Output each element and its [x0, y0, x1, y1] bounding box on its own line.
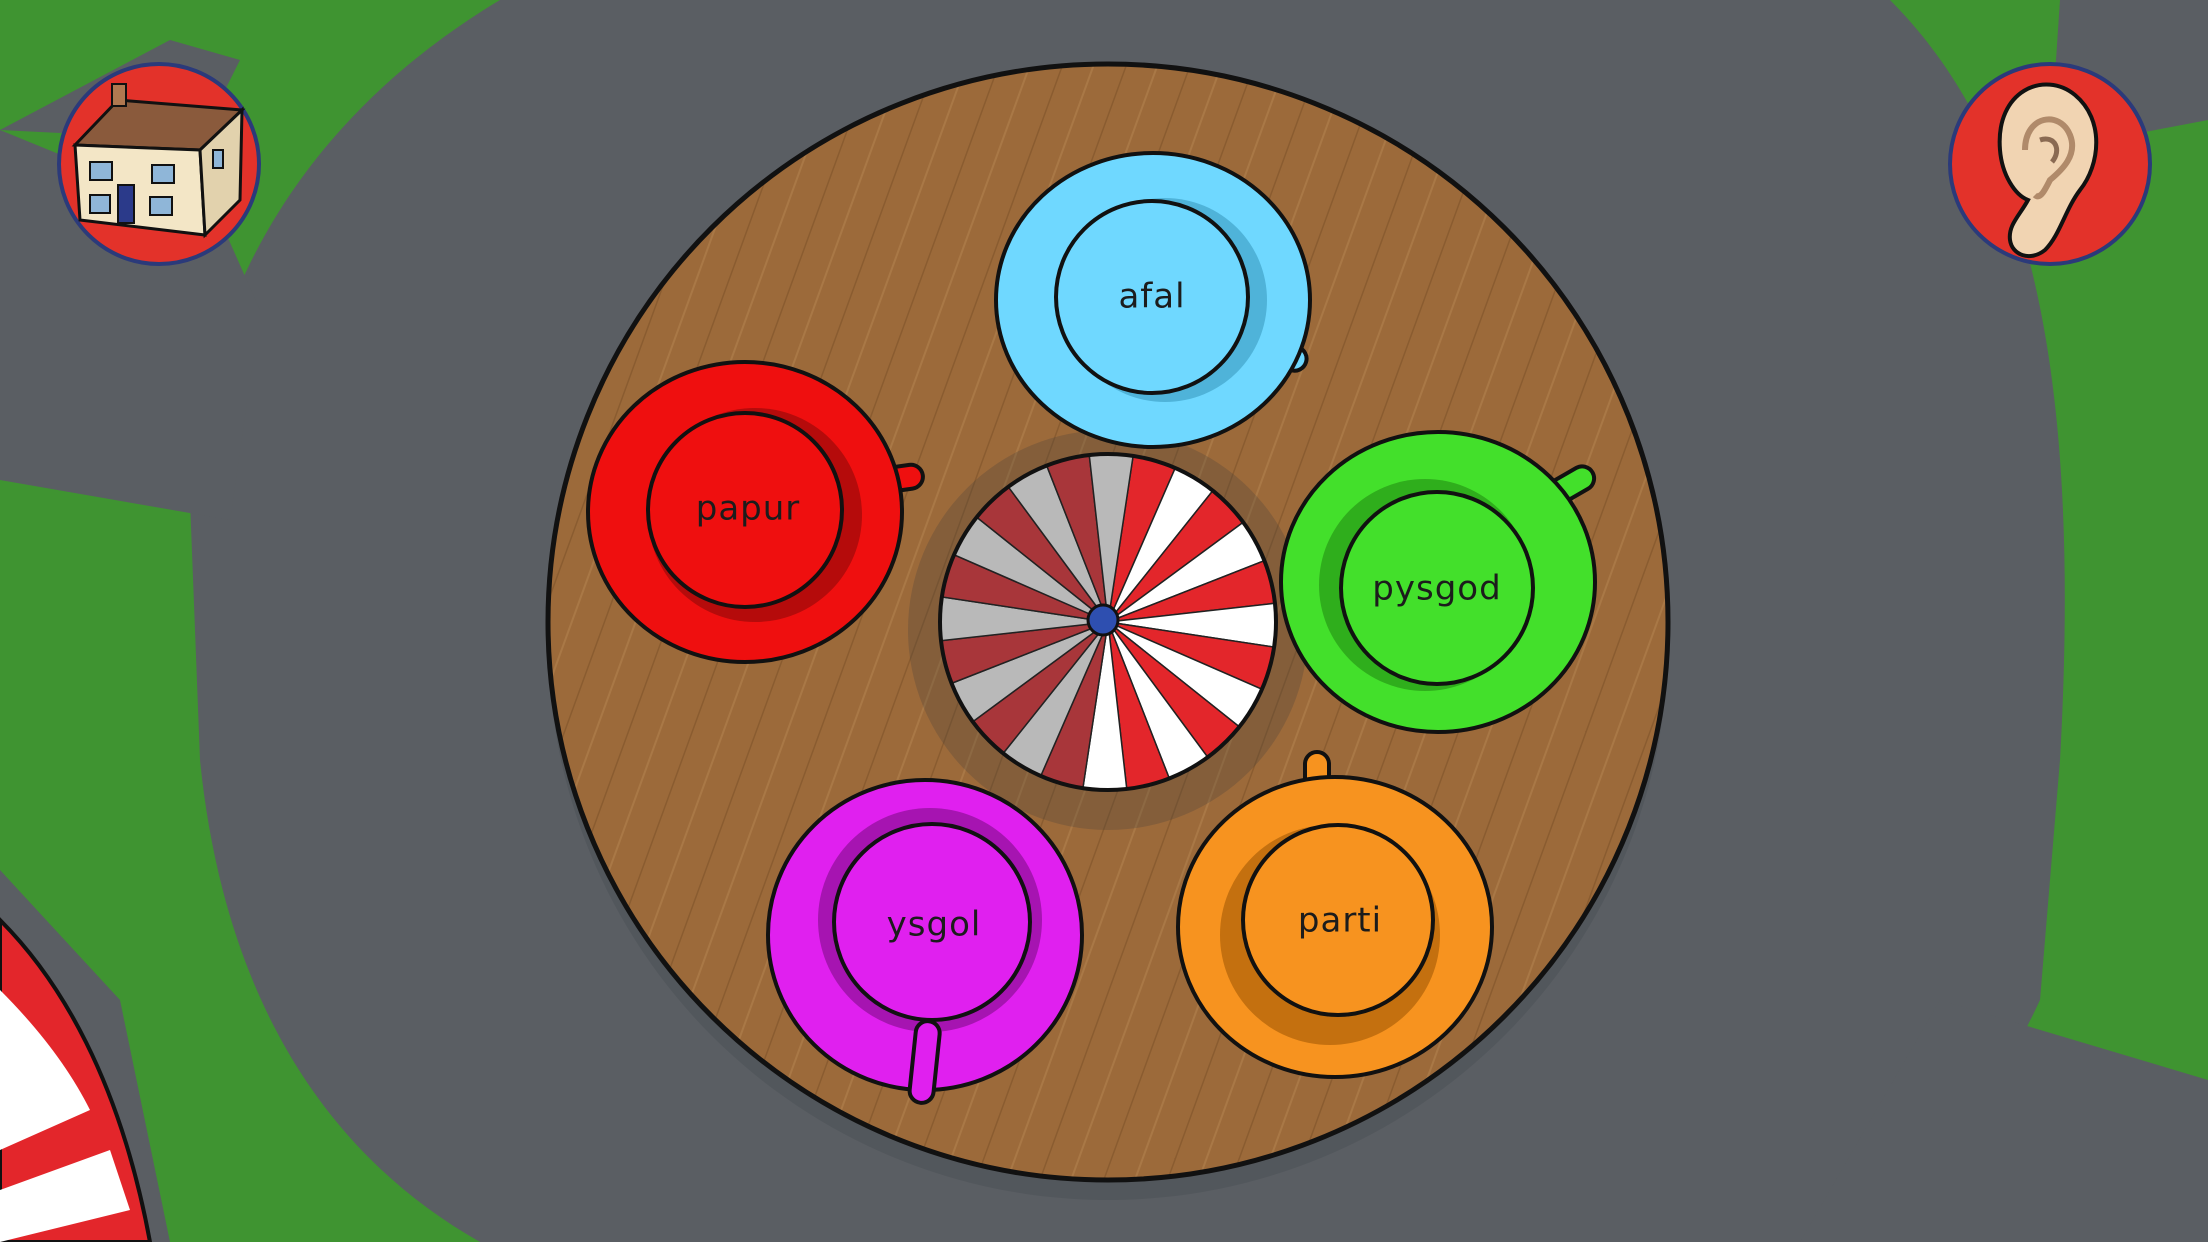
listen-button[interactable]: [1948, 62, 2152, 266]
spinner-slice: [1107, 601, 1276, 650]
cup-parti[interactable]: parti: [1176, 750, 1494, 1079]
cup-pysgod[interactable]: pysgod: [1279, 430, 1598, 734]
home-button[interactable]: [57, 62, 261, 266]
spinner-hub: [1086, 603, 1120, 637]
spinner-slice: [1080, 621, 1129, 790]
cup-label-afal: afal: [1118, 277, 1185, 317]
ear-icon: [1997, 82, 2099, 259]
house-icon: [71, 83, 246, 239]
striped-barrier: [0, 917, 153, 1242]
cup-ysgol[interactable]: ysgol: [766, 778, 1084, 1105]
spinner-wheel[interactable]: [908, 430, 1308, 830]
spinner-slice: [1087, 454, 1136, 623]
cup-label-ysgol: ysgol: [887, 905, 982, 945]
cup-papur[interactable]: papur: [586, 360, 925, 664]
cup-label-papur: papur: [696, 489, 801, 529]
cup-label-pysgod: pysgod: [1372, 569, 1501, 609]
cup-afal[interactable]: afal: [994, 151, 1312, 449]
spinner-slice: [940, 594, 1109, 643]
cup-label-parti: parti: [1298, 901, 1382, 941]
